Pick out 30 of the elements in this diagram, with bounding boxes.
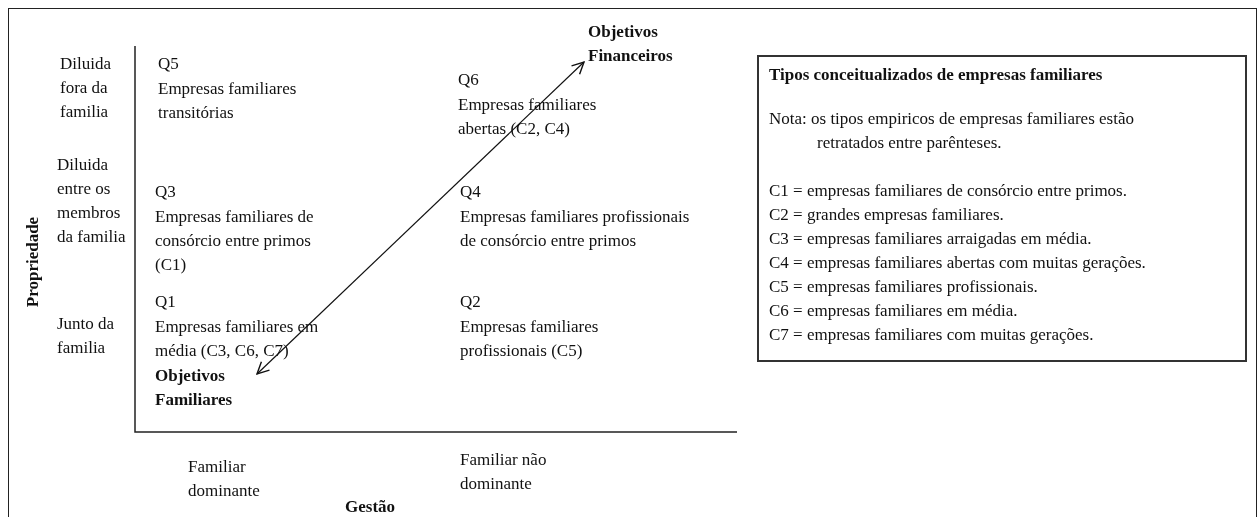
quadrant-label: Q1 (155, 291, 177, 313)
definition-line: C5 = empresas familiares profissionais. (769, 276, 1039, 298)
definition-line: C7 = empresas familiares com muitas gerações. (769, 324, 1095, 346)
axis-title: Propriedade (22, 216, 44, 308)
legend-panel (757, 55, 1247, 362)
quadrant-description: Empresas familiares de consórcio entre primos (C1) (155, 206, 315, 276)
quadrant-label: Q4 (460, 181, 482, 203)
definition-line: C1 = empresas familiares de consórcio entre primos. (769, 180, 1128, 202)
quadrant-description: Empresas familiares profissionais de consórcio entre primos (460, 206, 691, 252)
panel-title: Tipos conceitualizados de empresas familiares (769, 64, 1104, 86)
definition-line: C2 = grandes empresas familiares. (769, 204, 1005, 226)
definition-line: C3 = empresas familiares arraigadas em média. (769, 228, 1093, 250)
axis-title: Gestão (345, 496, 397, 517)
definition-line: C4 = empresas familiares abertas com muitas gerações. (769, 252, 1147, 274)
axis-tick-label: Diluida entre os membros da familia (57, 154, 127, 248)
quadrant-label: Q5 (158, 53, 180, 75)
axis-tick-label: Familiar dominante (188, 456, 261, 502)
quadrant-label: Q2 (460, 291, 482, 313)
note-text: Nota: os tipos empiricos de empresas familiares estão retratados entre parênteses. (769, 108, 1135, 154)
quadrant-description: Empresas familiares profissionais (C5) (460, 316, 600, 362)
quadrant-label: Q3 (155, 181, 177, 203)
axis-tick-label: Familiar não dominante (460, 449, 548, 495)
double-arrow (256, 61, 585, 375)
goal-label: Objetivos Financeiros (588, 20, 698, 68)
axis-tick-label: Junto da familia (57, 313, 116, 359)
quadrant-label: Q6 (458, 69, 480, 91)
goal-label: Objetivos Familiares (155, 364, 255, 412)
axis-tick-label: Diluida fora da familia (60, 53, 112, 123)
quadrant-description: Empresas familiares transitórias (158, 78, 298, 124)
definition-line: C6 = empresas familiares em média. (769, 300, 1019, 322)
